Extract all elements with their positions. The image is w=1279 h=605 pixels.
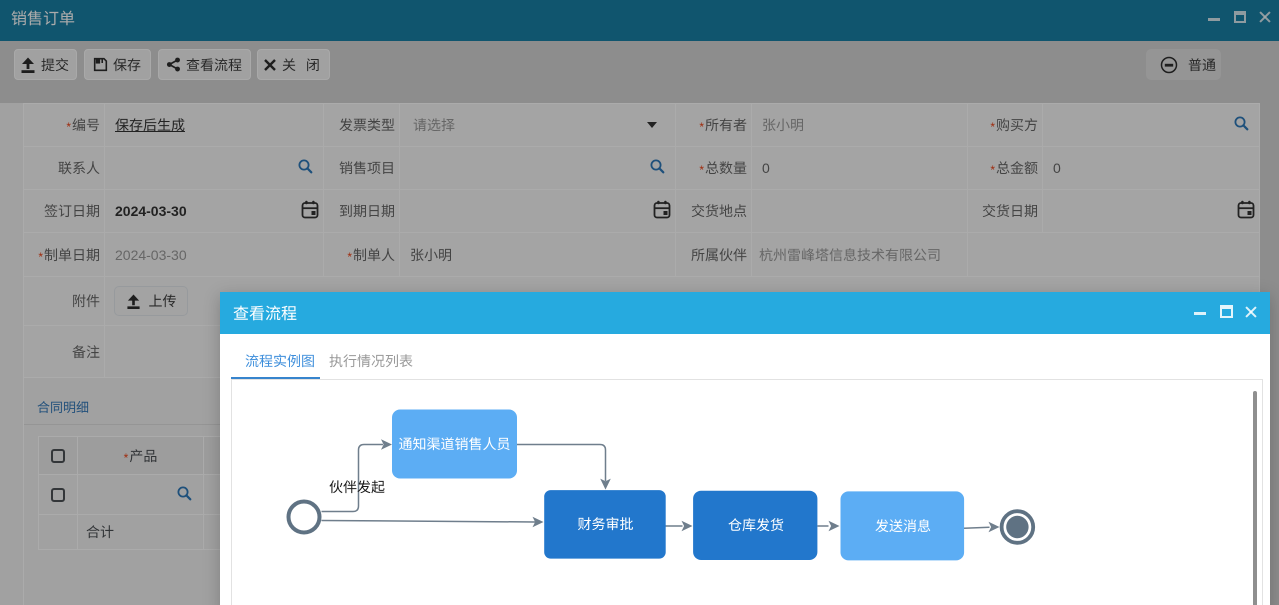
svg-text:伙伴发起: 伙伴发起 (329, 479, 385, 495)
svg-text:通知渠道销售人员: 通知渠道销售人员 (399, 436, 511, 452)
svg-text:财务审批: 财务审批 (578, 516, 634, 532)
svg-text:仓库发货: 仓库发货 (728, 517, 784, 533)
svg-text:发送消息: 发送消息 (875, 518, 931, 534)
